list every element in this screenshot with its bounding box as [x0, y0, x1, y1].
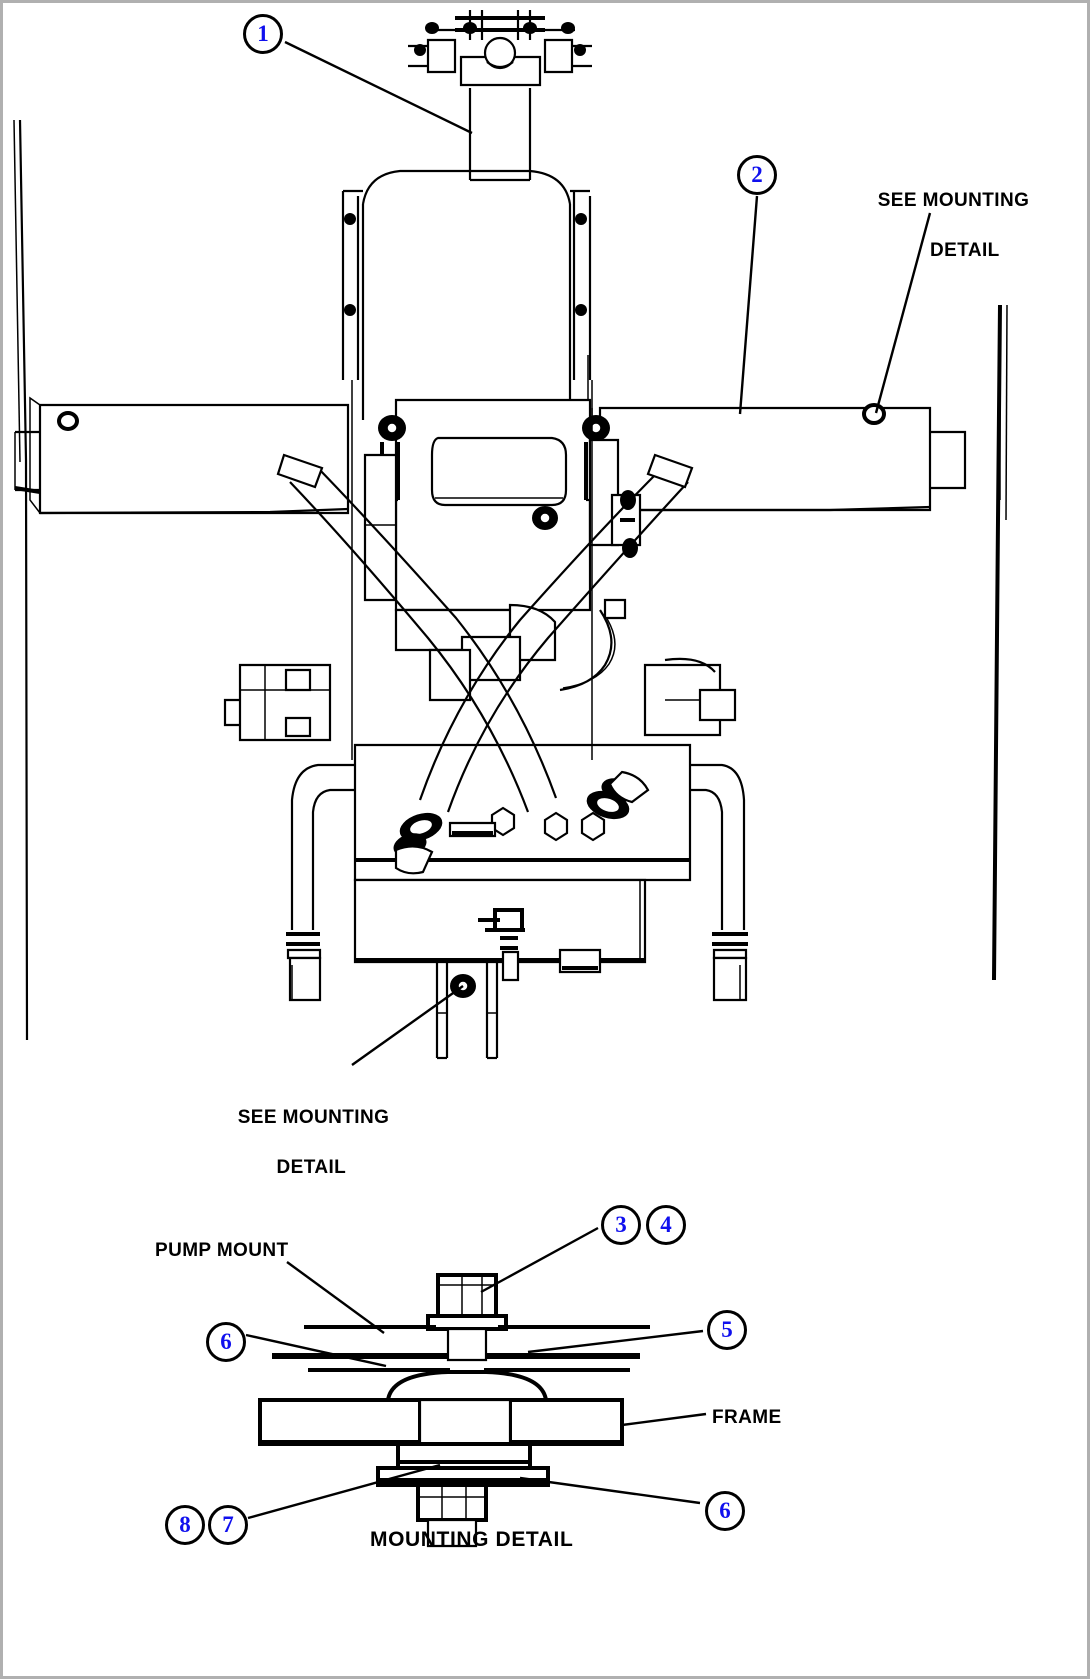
upper-isolator — [378, 1370, 556, 1402]
detail-view-title: MOUNTING DETAIL — [370, 1528, 574, 1551]
leader-see-mount-bottom — [351, 985, 464, 1066]
hose-fitting-left-end — [393, 812, 443, 875]
lower-isolator — [396, 1442, 532, 1470]
cross-beam-left — [14, 396, 350, 515]
suction-pipe-right — [690, 763, 748, 1002]
frame-rail-right — [992, 304, 1008, 981]
washer — [426, 1314, 508, 1331]
leader-callout-1 — [284, 40, 473, 135]
label-see-mounting-detail-bottom: SEE MOUNTING DETAIL — [215, 1080, 389, 1205]
lower-washer — [376, 1466, 550, 1487]
top-valve-block — [408, 10, 592, 87]
leader-callout-7 — [247, 1463, 441, 1520]
callout-8[interactable]: 8 — [165, 1505, 205, 1545]
label-see-mounting-detail-bottom-line2: DETAIL — [276, 1157, 347, 1179]
center-fitting — [478, 908, 525, 982]
label-frame: FRAME — [712, 1407, 782, 1428]
main-assembly-view — [13, 10, 1008, 1066]
sheet-edge-right — [1087, 0, 1090, 1679]
callout-4[interactable]: 4 — [646, 1205, 686, 1245]
callout-1[interactable]: 1 — [243, 14, 283, 54]
pump-mount-plate — [272, 1325, 650, 1372]
lock-nut — [416, 1483, 488, 1548]
hose-fitting-right-end — [586, 770, 650, 820]
mount-bracket-right — [643, 657, 737, 737]
callout-2[interactable]: 2 — [737, 155, 777, 195]
callout-5[interactable]: 5 — [707, 1310, 747, 1350]
hose-clamp-upper-right — [276, 453, 324, 489]
callout-7[interactable]: 7 — [208, 1505, 248, 1545]
leader-see-mount-top — [874, 212, 932, 414]
callout-3[interactable]: 3 — [601, 1205, 641, 1245]
suction-pipe-left — [286, 763, 355, 1002]
callout-6-right[interactable]: 6 — [705, 1491, 745, 1531]
label-see-mounting-detail-top-line2: DETAIL — [930, 240, 1000, 262]
leader-callout-6-left — [245, 1333, 387, 1368]
label-see-mounting-detail-top-line1: SEE MOUNTING — [877, 190, 1030, 212]
cross-beam-right — [587, 355, 967, 512]
label-see-mounting-detail-bottom-line1: SEE MOUNTING — [237, 1107, 390, 1129]
mounting-detail-view — [245, 1226, 707, 1548]
leader-callout-2 — [738, 195, 759, 415]
label-see-mounting-detail-top: SEE MOUNTING DETAIL — [855, 163, 1029, 288]
sheet-edge-top — [0, 0, 1090, 3]
callout-6-left[interactable]: 6 — [206, 1322, 246, 1362]
frame-member — [258, 1398, 624, 1446]
hydraulic-hose-right — [276, 453, 650, 820]
leader-frame — [621, 1412, 707, 1427]
frame-rail-left — [13, 119, 29, 1041]
hydraulic-hose-left — [393, 453, 694, 875]
sheet-edge-bottom — [0, 1676, 1090, 1679]
hose-clamp-upper-left — [646, 453, 694, 489]
leader-pump-mount — [286, 1261, 385, 1334]
reservoir-cylinder — [341, 88, 592, 420]
leader-callout-3 — [480, 1226, 599, 1294]
mount-bracket-left — [223, 663, 332, 742]
label-pump-mount: PUMP MOUNT — [155, 1240, 289, 1261]
leader-callout-5 — [527, 1329, 704, 1354]
base-plate — [353, 743, 692, 1060]
sheet-edge-left — [0, 0, 3, 1679]
pump-body — [363, 398, 642, 702]
leader-callout-6-right — [519, 1476, 701, 1505]
cap-screw — [436, 1273, 498, 1318]
